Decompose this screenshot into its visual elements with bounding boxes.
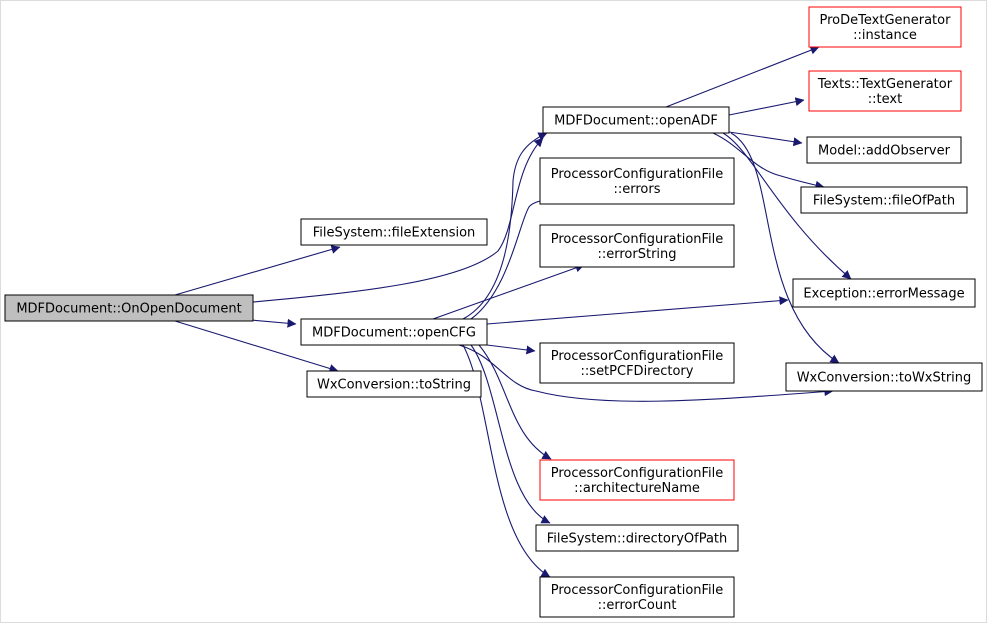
node-tostring[interactable]: WxConversion::toString [306,370,482,398]
node-label: MDFDocument::OnOpenDocument [16,302,241,317]
node-box [808,70,962,112]
edge-line [432,263,585,320]
edge-onopen-to-fileext [174,245,341,296]
node-box [539,459,735,501]
edge-line [712,132,825,190]
node-label: Model::addObserver [818,144,951,159]
edge-opencfg-to-towx [458,344,834,402]
node-fileext[interactable]: FileSystem::fileExtension [300,218,488,246]
node-onopen[interactable]: MDFDocument::OnOpenDocument [4,294,254,322]
node-box [300,218,488,246]
node-box [792,278,976,308]
node-label: ::text [868,92,902,107]
node-prode[interactable]: ProDeTextGenerator::instance [808,6,962,48]
node-label: ::architectureName [574,481,700,496]
edge-opencfg-to-setpcf [486,344,536,355]
node-dirpath[interactable]: FileSystem::directoryOfPath [535,524,739,552]
edge-onopen-to-opencfg [250,318,297,328]
edge-openadf-to-errmsg [722,132,852,280]
edge-line [728,131,803,147]
node-box [808,6,962,48]
edge-onopen-to-openadf [252,137,544,303]
node-box [785,362,983,392]
node-box [539,576,735,618]
node-label: MDFDocument::openADF [554,114,718,129]
edge-opencfg-to-errcount [462,344,551,578]
edge-line [665,45,820,108]
node-fileof[interactable]: FileSystem::fileOfPath [800,186,968,214]
edge-openadf-to-towx [730,132,840,364]
node-box [542,106,730,134]
edge-line [174,320,339,373]
node-label: ::errorString [597,247,676,262]
edge-line [252,137,544,303]
node-label: ProDeTextGenerator [820,13,952,28]
node-label: MDFDocument::openCFG [312,326,476,341]
node-label: ::instance [853,28,917,43]
node-errors[interactable]: ProcessorConfigurationFile::errors [539,157,735,205]
node-label: FileSystem::fileOfPath [813,194,955,209]
edge-line [486,344,536,355]
node-texts[interactable]: Texts::TextGenerator::text [808,70,962,112]
node-errcount[interactable]: ProcessorConfigurationFile::errorCount [539,576,735,618]
edge-opencfg-to-dirpath [470,344,551,524]
node-box [535,524,739,552]
node-box [4,294,254,322]
node-errstr[interactable]: ProcessorConfigurationFile::errorString [539,224,735,268]
node-label: ProcessorConfigurationFile [551,583,724,598]
edge-line [730,132,840,364]
node-label: ::errorCount [598,598,677,613]
node-box [306,370,482,398]
node-label: FileSystem::directoryOfPath [547,532,728,547]
edge-openadf-to-prode [665,45,820,108]
edge-line [174,245,341,296]
edge-openadf-to-fileof [712,132,825,190]
node-label: Exception::errorMessage [803,287,964,302]
node-label: ::setPCFDirectory [581,364,694,379]
node-label: ProcessorConfigurationFile [551,232,724,247]
node-archname[interactable]: ProcessorConfigurationFile::architecture… [539,459,735,501]
node-box [539,157,735,205]
edge-line [478,344,552,460]
node-label: WxConversion::toString [317,378,471,393]
edge-line [462,344,551,578]
node-box [300,318,488,346]
edge-opencfg-to-openadf [462,132,548,320]
edge-line [722,132,852,280]
node-setpcf[interactable]: ProcessorConfigurationFile::setPCFDirect… [539,342,735,384]
node-label: WxConversion::toWxString [797,371,972,386]
node-label: ::errors [613,182,660,197]
node-box [806,136,962,164]
edge-line [462,132,548,320]
edge-line [458,344,834,402]
node-openadf[interactable]: MDFDocument::openADF [542,106,730,134]
node-box [539,224,735,268]
node-label: ProcessorConfigurationFile [551,167,724,182]
edge-opencfg-to-errstr [432,263,585,320]
edge-onopen-to-tostring [174,320,339,373]
node-box [539,342,735,384]
node-label: ProcessorConfigurationFile [551,466,724,481]
edge-openadf-to-addobs [728,131,803,147]
node-box [800,186,968,214]
node-addobs[interactable]: Model::addObserver [806,136,962,164]
edge-line [470,344,551,524]
node-towx[interactable]: WxConversion::toWxString [785,362,983,392]
edge-openadf-to-texts [728,97,805,116]
node-opencfg[interactable]: MDFDocument::openCFG [300,318,488,346]
node-label: ProcessorConfigurationFile [551,349,724,364]
edge-line [486,296,789,325]
node-label: FileSystem::fileExtension [313,226,476,241]
node-errmsg[interactable]: Exception::errorMessage [792,278,976,308]
edge-line [250,318,297,328]
node-label: Texts::TextGenerator [817,77,953,92]
edge-opencfg-to-archname [478,344,552,460]
edge-opencfg-to-errmsg [486,296,789,325]
edge-line [728,97,805,116]
